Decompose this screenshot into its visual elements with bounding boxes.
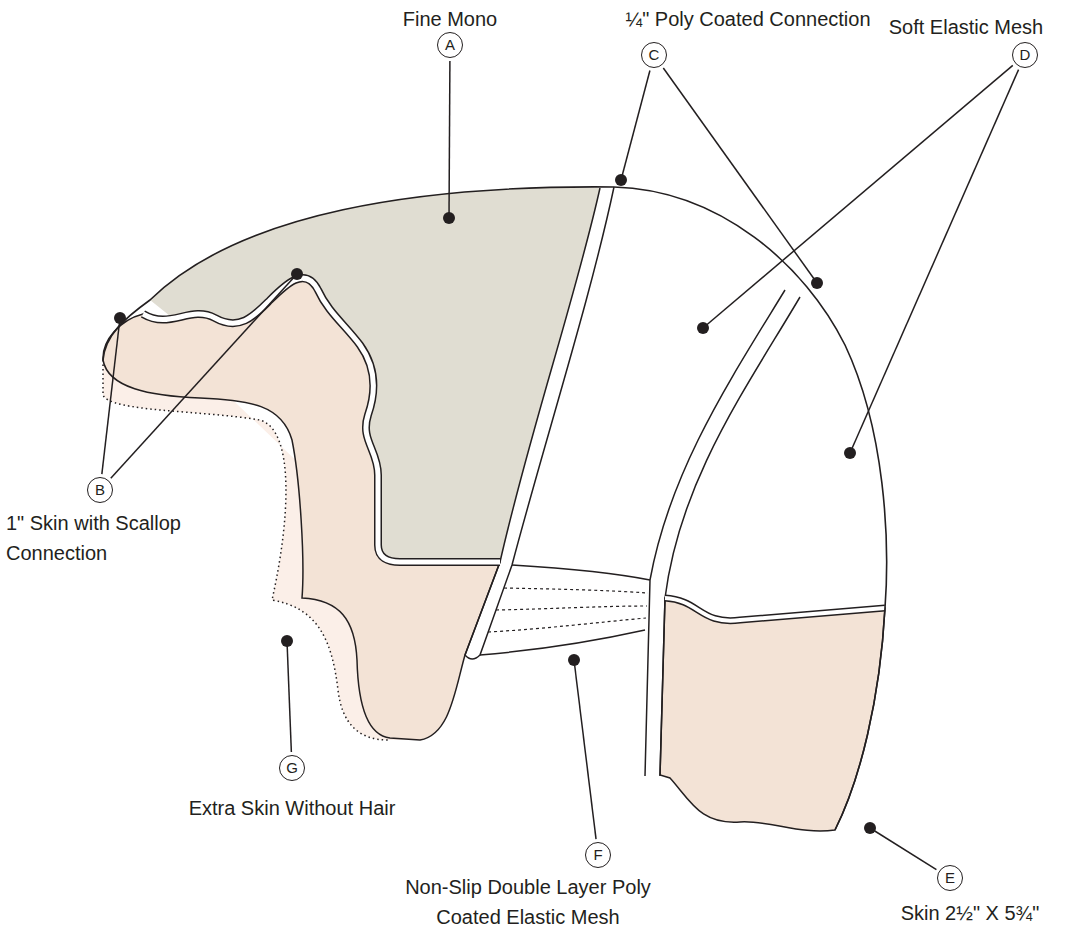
leader-line	[111, 274, 297, 478]
stitch-line	[504, 588, 648, 593]
leader-line	[870, 828, 936, 870]
part-label: 1" Skin with Scallop Connection	[6, 508, 256, 568]
stitch-line	[488, 618, 646, 632]
callout-letter: F	[585, 842, 611, 868]
part-label: Non-Slip Double Layer Poly Coated Elasti…	[398, 872, 658, 932]
leader-dot	[114, 312, 126, 324]
poly-connection-strip	[465, 187, 614, 659]
callout-letter: A	[437, 32, 463, 58]
leader-dot	[443, 212, 455, 224]
callout-letter: D	[1012, 42, 1038, 68]
poly-connection-strip	[660, 297, 800, 776]
leader-dot	[864, 822, 876, 834]
leader-dot	[615, 174, 627, 186]
part-label: Fine Mono	[350, 4, 550, 34]
stitch-line	[496, 606, 647, 610]
leader-dot	[291, 268, 303, 280]
leader-dot	[697, 322, 709, 334]
leader-line	[102, 318, 120, 474]
leader-dot	[811, 277, 823, 289]
non-slip-band-edge	[480, 630, 645, 655]
leader-dot	[568, 654, 580, 666]
scallop-connection	[143, 278, 500, 562]
part-label: ¼" Poly Coated Connection	[588, 4, 908, 34]
leader-line	[703, 65, 1013, 328]
callout-letter: G	[279, 755, 305, 781]
callout-letter: C	[641, 42, 667, 68]
callout-letter: E	[937, 865, 963, 891]
non-slip-band-edge	[512, 565, 650, 580]
mesh-skin-divider	[665, 598, 885, 621]
leader-dot	[281, 635, 293, 647]
leader-line	[621, 70, 650, 180]
leader-dot	[844, 447, 856, 459]
leader-line	[574, 660, 596, 839]
skin-back-region	[660, 598, 885, 831]
scallop-connection	[143, 278, 500, 562]
non-slip-band-stitching	[488, 588, 648, 632]
callout-letter: B	[87, 477, 113, 503]
poly-connection-strip	[645, 290, 785, 776]
skin-front-region	[103, 278, 500, 740]
cap-outline	[103, 187, 887, 830]
leader-line	[850, 70, 1019, 453]
part-label: Skin 2½" X 5¾"	[870, 898, 1070, 928]
leader-line	[287, 641, 291, 752]
mesh-skin-divider	[665, 598, 885, 621]
part-label: Soft Elastic Mesh	[861, 12, 1071, 42]
leader-line	[448, 61, 450, 218]
part-label: Extra Skin Without Hair	[142, 793, 442, 823]
